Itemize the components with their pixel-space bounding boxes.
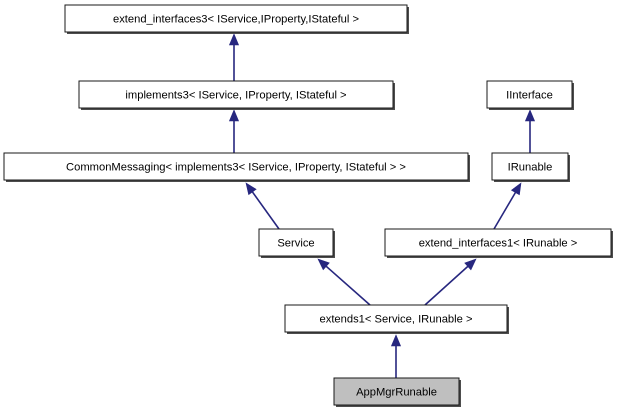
arrow-head-triangle — [464, 258, 477, 271]
inheritance-arrow — [228, 109, 240, 153]
arrow-head-triangle — [228, 109, 240, 122]
class-node-service[interactable]: Service — [258, 228, 335, 258]
class-node-implements3[interactable]: implements3< IService, IProperty, IState… — [78, 80, 395, 110]
arrow-head-triangle — [390, 334, 402, 347]
class-node-extend_interfaces1[interactable]: extend_interfaces1< IRunable > — [384, 228, 613, 258]
node-box[interactable] — [491, 152, 569, 181]
nodes-layer: extend_interfaces3< IService,IProperty,I… — [3, 4, 613, 407]
inheritance-arrow — [317, 258, 371, 306]
inheritance-arrow — [493, 182, 522, 230]
node-box[interactable] — [333, 377, 460, 406]
arrow-head-triangle — [317, 258, 330, 271]
node-box[interactable] — [486, 80, 573, 109]
node-label: AppMgrRunable — [356, 386, 437, 398]
node-box[interactable] — [64, 4, 408, 33]
arrow-head-triangle — [228, 33, 240, 46]
arrow-line — [251, 191, 280, 230]
edges-layer — [228, 33, 536, 378]
arrow-line — [493, 192, 517, 230]
class-node-extends1[interactable]: extends1< Service, IRunable > — [284, 304, 509, 334]
node-label: extends1< Service, IRunable > — [320, 313, 473, 325]
inheritance-arrow — [228, 33, 240, 81]
inheritance-arrow — [424, 258, 477, 306]
node-label: CommonMessaging< implements3< IService, … — [66, 161, 406, 173]
arrow-head-triangle — [510, 182, 522, 196]
class-node-extend_interfaces3[interactable]: extend_interfaces3< IService,IProperty,I… — [64, 4, 409, 34]
node-label: IRunable — [508, 161, 553, 173]
class-node-irunable[interactable]: IRunable — [491, 152, 570, 182]
node-label: Service — [277, 237, 314, 249]
class-node-appmgrrunable[interactable]: AppMgrRunable — [333, 377, 461, 407]
node-label: extend_interfaces1< IRunable > — [419, 237, 578, 249]
node-box[interactable] — [78, 80, 394, 109]
arrow-head-triangle — [524, 109, 536, 122]
node-box[interactable] — [3, 152, 469, 181]
arrow-head-triangle — [245, 182, 257, 196]
arrow-line — [325, 265, 371, 306]
node-label: extend_interfaces3< IService,IProperty,I… — [113, 13, 359, 25]
node-label: implements3< IService, IProperty, IState… — [125, 89, 346, 101]
node-box[interactable] — [258, 228, 334, 257]
arrow-line — [424, 265, 469, 306]
class-node-commonmessaging[interactable]: CommonMessaging< implements3< IService, … — [3, 152, 470, 182]
node-label: IInterface — [506, 89, 553, 101]
inheritance-arrow — [390, 334, 402, 378]
node-box[interactable] — [384, 228, 612, 257]
class-node-iinterface[interactable]: IInterface — [486, 80, 574, 110]
node-box[interactable] — [284, 304, 508, 333]
inheritance-arrow — [524, 109, 536, 153]
inheritance-arrow — [245, 182, 280, 230]
